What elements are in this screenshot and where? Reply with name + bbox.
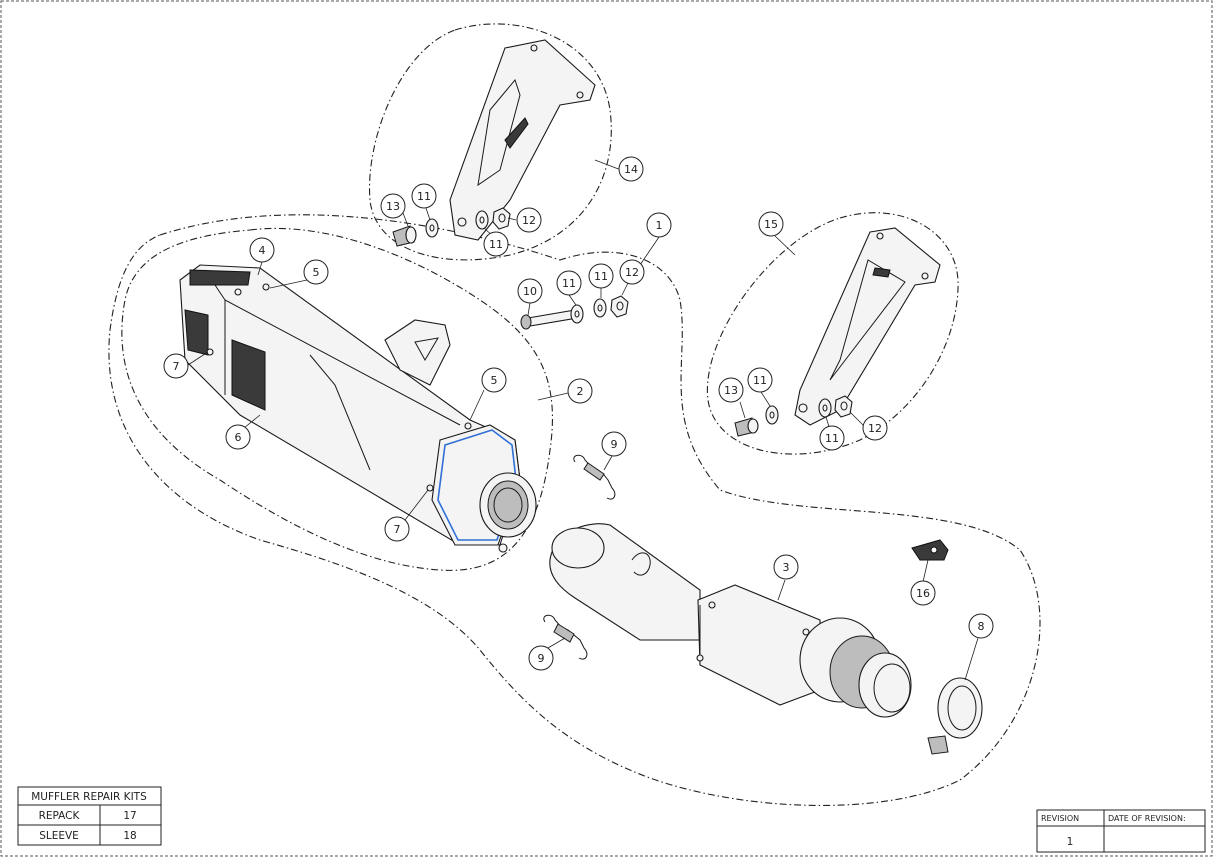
svg-text:16: 16 [916,587,930,600]
callout-5-bottom: 5 [481,367,507,393]
svg-text:15: 15 [764,218,778,231]
svg-text:4: 4 [259,244,266,257]
revision-header: REVISION [1041,814,1079,823]
callout-12-top: 12 [516,207,542,233]
callout-8: 8 [968,613,994,639]
nut-12-right [834,395,853,418]
svg-text:2: 2 [577,385,584,398]
callout-7-bottom: 7 [384,516,410,542]
callout-9-bottom: 9 [528,645,554,671]
repair-kits-title: MUFFLER REPAIR KITS [31,791,147,803]
revision-value: 1 [1067,836,1074,848]
svg-text:13: 13 [724,384,738,397]
svg-text:11: 11 [594,270,608,283]
repair-kit-name: SLEEVE [39,830,79,842]
svg-text:1: 1 [656,219,663,232]
repair-kit-name: REPACK [39,810,81,822]
callout-2: 2 [567,378,593,404]
leader-lines [187,159,979,681]
hook-16 [911,539,949,561]
clamp-8 [927,677,983,755]
callout-13-right: 13 [718,377,744,403]
nut-12-top [492,207,511,230]
callout-13-top: 13 [380,193,406,219]
svg-text:11: 11 [489,238,503,251]
svg-text:12: 12 [868,422,882,435]
link-pipe-3 [549,523,912,718]
svg-text:5: 5 [313,266,320,279]
callout-3: 3 [773,554,799,580]
svg-text:12: 12 [625,266,639,279]
svg-text:11: 11 [753,374,767,387]
callout-12-right: 12 [862,415,888,441]
bracket-14 [449,39,596,241]
bolt-13-right [734,417,759,437]
nut-12-center [610,295,629,318]
svg-text:11: 11 [417,190,431,203]
callout-14: 14 [618,156,644,182]
callout-15: 15 [758,211,784,237]
callout-9-top: 9 [601,431,627,457]
svg-text:13: 13 [386,200,400,213]
callout-12-center: 12 [619,259,645,285]
repair-kit-code: 18 [123,830,136,842]
callout-11-center-a: 11 [556,270,582,296]
callout-5-top: 5 [303,259,329,285]
group-outline-bracket-15 [706,212,959,455]
repair-kit-code: 17 [123,810,136,822]
svg-text:7: 7 [173,360,180,373]
group-outline-assembly-1 [108,214,1041,806]
bolt-10 [520,309,578,330]
revision-table: REVISION DATE OF REVISION: 1 [1036,809,1206,853]
callout-11-right-a: 11 [747,367,773,393]
washer-11-top-b [475,210,489,230]
repair-kits-table: MUFFLER REPAIR KITS REPACK 17 SLEEVE 18 [17,786,162,846]
svg-text:12: 12 [522,214,536,227]
svg-text:9: 9 [611,438,618,451]
svg-text:11: 11 [825,432,839,445]
callout-16: 16 [910,580,936,606]
muffler-2 [179,264,537,553]
bracket-15 [794,227,941,426]
svg-text:14: 14 [624,163,638,176]
callout-10: 10 [517,278,543,304]
washer-11-right-a [765,405,779,425]
washer-11-center-a [570,304,584,324]
svg-text:9: 9 [538,652,545,665]
date-of-revision-header: DATE OF REVISION: [1108,814,1186,823]
callout-7-left: 7 [163,353,189,379]
callout-1: 1 [646,212,672,238]
svg-text:8: 8 [978,620,985,633]
callout-4: 4 [249,237,275,263]
svg-text:6: 6 [235,431,242,444]
washer-11-center-b [593,298,607,318]
callout-11-right-b: 11 [819,425,845,451]
svg-text:11: 11 [562,277,576,290]
callout-11-center-b: 11 [588,263,614,289]
washer-11-top-a [425,218,439,238]
callout-11-top-b: 11 [483,231,509,257]
washer-11-right-b [818,398,832,418]
callout-11-top-a: 11 [411,183,437,209]
bolt-13-top [392,225,417,247]
spring-9-top [573,454,616,500]
svg-text:10: 10 [523,285,537,298]
spring-9-bottom [543,614,588,660]
svg-text:7: 7 [394,523,401,536]
callout-6: 6 [225,424,251,450]
svg-text:3: 3 [783,561,790,574]
svg-text:5: 5 [491,374,498,387]
group-outline-bracket-14 [368,23,612,261]
